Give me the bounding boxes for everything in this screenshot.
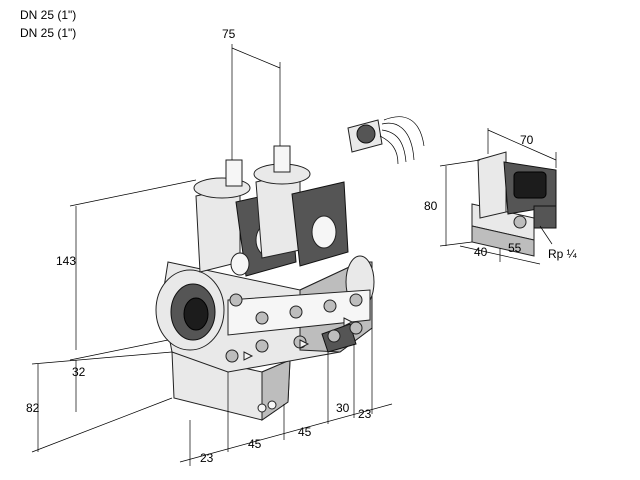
dimension-annotations: 75 143 32 82 23 45 45 30 23 70	[26, 27, 578, 466]
main-valve-assembly	[155, 145, 375, 421]
dim-bottom-a: 23	[200, 451, 214, 465]
dim-bottom-b: 45	[248, 437, 262, 451]
dim-top-width: 75	[222, 27, 236, 41]
dim-detail-height: 80	[424, 199, 438, 213]
bottom-screw-1	[257, 403, 267, 413]
dim-detail-base-b: 55	[508, 241, 522, 255]
detail-screw	[513, 215, 527, 229]
dim-height-total: 143	[56, 254, 76, 268]
bottom-block-side	[261, 359, 291, 421]
right-connector	[273, 145, 291, 173]
dim-height-left: 82	[26, 401, 40, 415]
inlet-bore-inner	[183, 297, 209, 331]
detail-fitting	[533, 205, 557, 229]
dim-height-lower: 32	[72, 365, 86, 379]
bottom-screw-2	[267, 400, 277, 410]
dim-bottom-e: 23	[358, 407, 372, 421]
right-solenoid-body	[255, 171, 301, 259]
dim-bottom-d: 30	[336, 401, 350, 415]
header-size-line-1: DN 25 (1")	[20, 8, 77, 22]
detail-base-front	[471, 225, 535, 257]
flow-arrow-icons	[243, 317, 354, 361]
detail-coil	[513, 171, 547, 199]
left-connector	[225, 159, 243, 187]
dim-bottom-c: 45	[298, 425, 312, 439]
dim-thread: Rp ¼	[548, 247, 578, 261]
front-plate-screws	[225, 293, 363, 363]
right-solenoid-plug	[311, 215, 337, 249]
dim-detail-base-a: 40	[474, 245, 488, 259]
cable-connector	[347, 116, 425, 165]
dim-detail-width: 70	[520, 133, 534, 147]
detail-solenoid-body	[477, 151, 507, 219]
header-size-line-2: DN 25 (1")	[20, 26, 77, 40]
left-solenoid-nut	[230, 252, 250, 276]
detail-valve	[471, 151, 557, 257]
